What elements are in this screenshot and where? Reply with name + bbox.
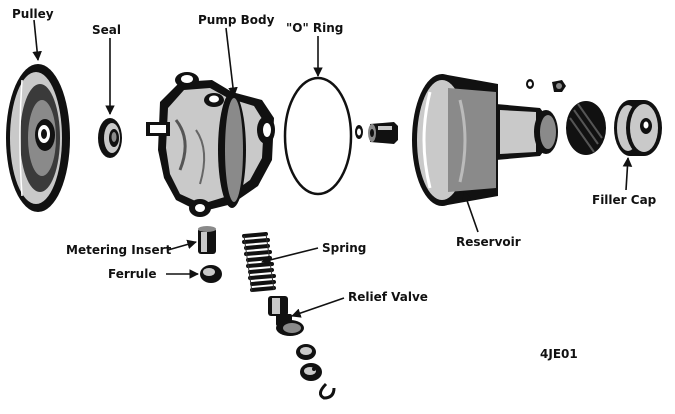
small-washer-part [526,79,566,92]
metering-insert-part [198,226,216,254]
label-filler-cap: Filler Cap [592,193,657,207]
pump-body-part [146,72,275,217]
reservoir-part [412,74,558,206]
label-o-ring: "O" Ring [286,21,343,35]
label-reservoir: Reservoir [456,235,521,249]
leader-lines [32,19,633,318]
label-seal: Seal [92,23,121,37]
label-ferrule: Ferrule [108,267,156,281]
fitting-part [355,122,398,144]
seal-part [98,118,122,158]
filler-cap-part [614,100,662,156]
spring-part [242,232,276,293]
relief-valve-part [268,296,336,400]
ferrule-part [200,265,222,283]
label-metering-insert: Metering Insert [66,243,172,257]
o-ring-part [283,76,353,196]
label-relief-valve: Relief Valve [348,290,428,304]
label-spring: Spring [322,241,366,255]
label-pump-body: Pump Body [198,13,275,27]
pulley-part [6,64,70,212]
figure-code: 4JE01 [540,347,578,361]
cap-gasket-part [566,101,606,155]
label-pulley: Pulley [12,7,54,21]
